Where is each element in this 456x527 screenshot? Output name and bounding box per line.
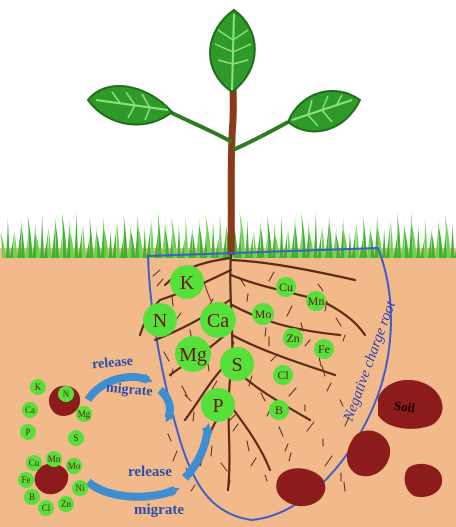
nutrient-n: N [58, 386, 74, 402]
nutrient-cl: Cl [38, 500, 54, 516]
nutrient-symbol: Ni [76, 483, 85, 493]
nutrient-symbol: N [153, 310, 167, 332]
nutrient-mo: Mo [66, 458, 82, 474]
nutrient-symbol: Ca [207, 310, 229, 332]
nutrient-symbol: Fe [22, 475, 31, 485]
nutrient-s: S [68, 430, 84, 446]
nutrient-symbol: P [25, 427, 30, 437]
nutrient-fe: Fe [314, 339, 334, 359]
nutrient-symbol: Zn [286, 331, 299, 345]
nutrient-symbol: B [275, 403, 283, 417]
nutrient-zn: Zn [58, 496, 74, 512]
nutrient-k: K [170, 265, 204, 299]
nutrient-symbol: K [35, 382, 42, 392]
nutrient-ca: Ca [200, 302, 236, 338]
nutrient-mn: Mn [46, 451, 62, 467]
nutrient-symbol: Mn [308, 294, 325, 308]
nutrient-mn: Mn [306, 291, 326, 311]
nutrient-symbol: P [212, 395, 223, 417]
nutrient-symbol: K [180, 272, 195, 294]
nutrient-symbol: N [63, 389, 70, 399]
nutrient-p: P [201, 388, 235, 422]
nutrient-symbol: Cu [279, 280, 293, 294]
nutrient-ni: Ni [72, 480, 88, 496]
nutrient-symbol: S [73, 433, 78, 443]
nutrient-k: K [30, 379, 46, 395]
nutrient-symbol: Mo [255, 307, 272, 321]
nutrient-fe: Fe [18, 472, 34, 488]
nutrient-b: B [269, 400, 289, 420]
nutrient-cu: Cu [276, 277, 296, 297]
nutrient-symbol: Mg [78, 409, 91, 419]
nutrient-symbol: Cl [277, 368, 289, 382]
nutrient-ca: Ca [22, 402, 38, 418]
migrate-label-bottom: migrate [134, 502, 184, 518]
nutrient-b: B [24, 489, 40, 505]
nutrient-symbol: B [29, 492, 35, 502]
nutrient-symbol: Mg [179, 344, 207, 366]
nutrient-symbol: Ca [25, 405, 35, 415]
nutrient-symbol: Fe [318, 342, 330, 356]
nutrient-p: P [20, 424, 36, 440]
nutrient-mg: Mg [175, 336, 211, 372]
nutrient-symbol: Cu [29, 458, 40, 468]
nutrient-s: S [220, 347, 254, 381]
nutrient-mg: Mg [76, 406, 92, 422]
nutrient-cu: Cu [26, 455, 42, 471]
nutrient-mo: Mo [252, 303, 274, 325]
soil-label: Soil [393, 398, 416, 416]
nutrient-symbol: S [231, 354, 242, 376]
nutrient-cl: Cl [273, 365, 293, 385]
nutrient-symbol: Cl [42, 503, 51, 513]
release-label-bottom: release [128, 464, 172, 480]
nutrient-symbol: Zn [61, 499, 71, 509]
nutrient-zn: Zn [283, 328, 303, 348]
nutrient-n: N [143, 303, 177, 337]
nutrient-symbol: Mo [68, 461, 81, 471]
nutrient-symbol: Mn [48, 454, 61, 464]
